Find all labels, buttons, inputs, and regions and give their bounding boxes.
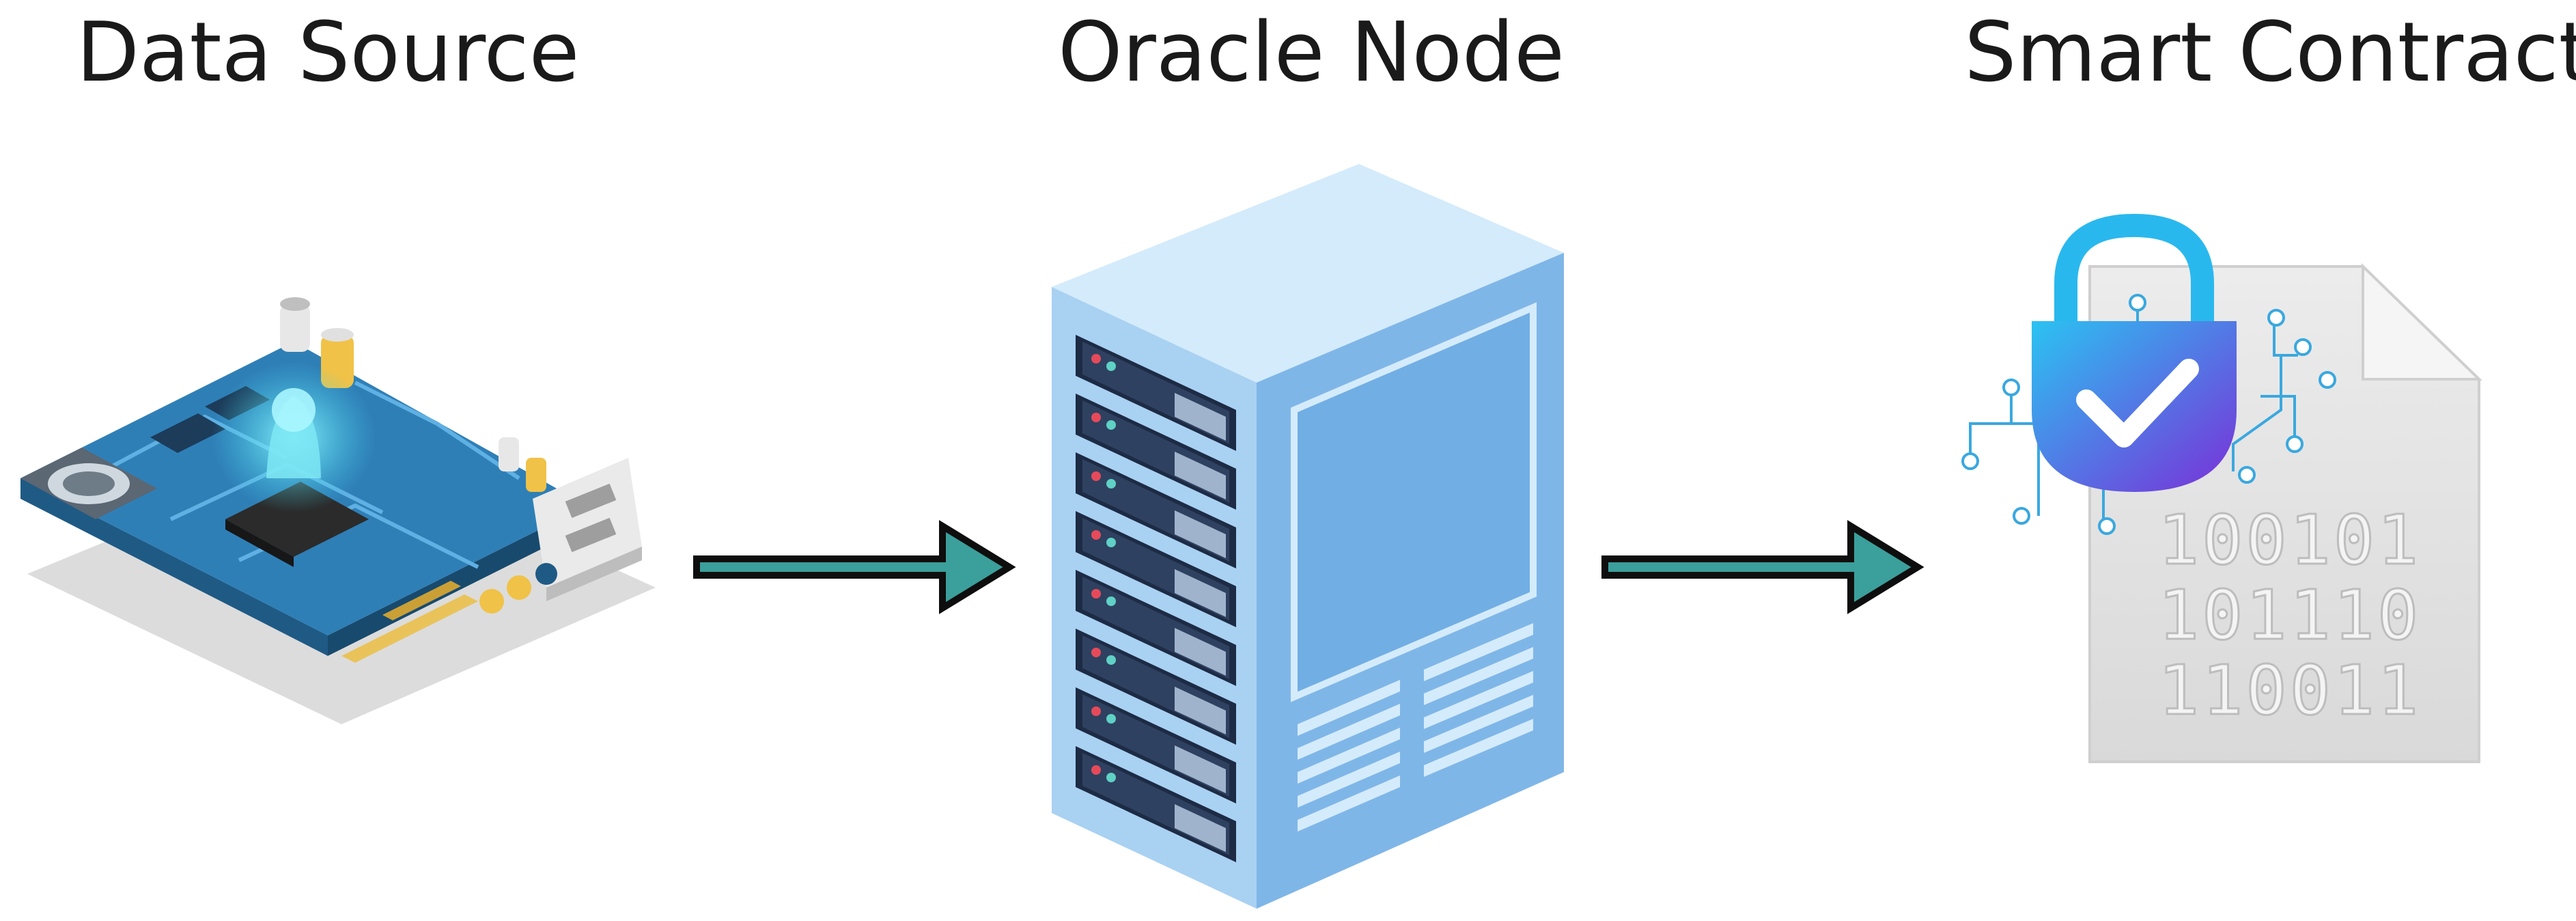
arrow-oracle-to-contract	[1601, 520, 1924, 614]
data-source-label: Data Source	[76, 5, 580, 100]
oracle-node-label: Oracle Node	[1058, 5, 1565, 100]
circuit-board-icon	[20, 297, 656, 724]
rack-units	[1076, 335, 1236, 862]
check-icon	[2076, 359, 2199, 448]
smart-contract-label: Smart Contract	[1964, 5, 2576, 100]
binary-line-1: 100101	[2158, 500, 2421, 580]
lock-icon	[2032, 213, 2237, 492]
circuit-traces	[1961, 294, 2336, 535]
arrow-datasource-to-oracle	[693, 520, 1016, 614]
binary-line-3: 110011	[2158, 650, 2421, 730]
binary-line-2: 101110	[2158, 575, 2421, 655]
server-icon	[1052, 164, 1564, 909]
